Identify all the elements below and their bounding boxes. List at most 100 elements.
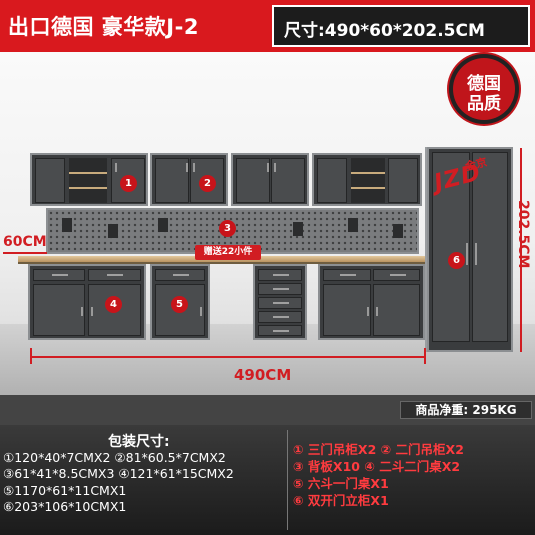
width-dimension-tick-left — [30, 348, 32, 364]
base-cabinet-drawers — [253, 264, 307, 340]
door-handle — [475, 243, 477, 265]
height-dimension-line — [520, 148, 522, 352]
open-bay — [351, 158, 385, 203]
door-handle — [367, 307, 369, 316]
size-text: 尺寸:490*60*202.5CM — [284, 21, 485, 41]
drawer — [258, 311, 302, 323]
wall-cabinet-2 — [150, 153, 228, 206]
width-dimension-tick-right — [424, 348, 426, 364]
door-handle — [200, 307, 202, 316]
door-handle — [376, 307, 378, 316]
drawer-handle — [273, 302, 289, 304]
drawer-handle — [273, 274, 289, 276]
cabinet-door — [155, 158, 189, 203]
header-bar: 出口德国 豪华款J-2 尺寸:490*60*202.5CM — [0, 0, 535, 52]
drawer — [373, 269, 420, 281]
net-weight-label: 商品净重: 295KG — [400, 401, 532, 419]
packing-row: ⑥203*106*10CMX1 — [3, 499, 127, 515]
drawer-handle — [273, 330, 289, 332]
wall-cabinet-3 — [231, 153, 309, 206]
drawer — [33, 269, 85, 281]
packing-size-title: 包装尺寸: — [108, 434, 170, 450]
door-handle — [186, 163, 188, 172]
cabinet-door — [271, 158, 305, 203]
door-handle — [193, 163, 195, 172]
drawer — [323, 269, 371, 281]
cabinet-door — [472, 152, 508, 342]
drawer-handle — [52, 274, 68, 276]
parts-row: ⑥ 双开门立柜X1 — [293, 493, 389, 508]
product-title: 出口德国 豪华款J-2 — [8, 15, 199, 39]
shelf — [69, 187, 107, 189]
badge-line1: 德国 — [467, 74, 501, 94]
drawer-handle — [273, 288, 289, 290]
info-panel: 包装尺寸: ①120*40*7CMX2 ②81*60.5*7CMX2 ③61*4… — [0, 425, 535, 535]
width-dimension-label: 490CM — [234, 366, 292, 384]
tool-hook — [108, 224, 118, 238]
marker-5: 5 — [171, 296, 188, 313]
packing-row: ①120*40*7CMX2 ②81*60.5*7CMX2 — [3, 450, 226, 465]
drawer-handle — [390, 274, 406, 276]
gift-tag: 赠送22小件 — [195, 245, 261, 260]
depth-dimension-label: 60CM — [3, 234, 47, 250]
marker-4: 4 — [105, 296, 122, 313]
wooden-worktop — [18, 256, 438, 264]
size-box: 尺寸:490*60*202.5CM — [272, 5, 530, 47]
tool-hook — [62, 218, 72, 232]
drawer — [88, 269, 141, 281]
height-dimension-label: 202.5CM — [515, 200, 531, 269]
shelf — [69, 172, 107, 174]
tool-hook — [393, 224, 403, 238]
drawer — [258, 269, 302, 281]
quality-badge: 德国 品质 — [453, 58, 515, 120]
drawer-handle — [107, 274, 123, 276]
parts-row: ⑤ 六斗一门桌X1 — [293, 476, 389, 491]
drawer-handle — [173, 274, 189, 276]
cabinet-door — [155, 284, 205, 336]
tool-hook — [158, 218, 168, 232]
door-handle — [274, 163, 276, 172]
weight-bar: 商品净重: 295KG — [0, 395, 535, 425]
shelf — [351, 172, 385, 174]
depth-dimension-line — [3, 252, 47, 254]
drawer — [258, 283, 302, 295]
badge-line2: 品质 — [467, 94, 501, 114]
parts-list: ① 三门吊柜X2 ② 二门吊柜X2 ③ 背板X10 ④ 二斗二门桌X2 ⑤ 六斗… — [293, 441, 533, 509]
marker-3: 3 — [219, 220, 236, 237]
cabinet-door — [432, 152, 470, 342]
door-handle — [466, 243, 468, 265]
door-handle — [81, 307, 83, 316]
parts-row: ① 三门吊柜X2 ② 二门吊柜X2 — [293, 442, 464, 457]
drawer — [155, 269, 205, 281]
pegboard-backplate — [46, 208, 419, 254]
divider — [287, 430, 288, 530]
door-handle — [115, 163, 117, 172]
cabinet-door — [388, 158, 418, 203]
marker-2: 2 — [199, 175, 216, 192]
cabinet-door — [317, 158, 347, 203]
cabinet-door — [236, 158, 270, 203]
base-cabinet-left — [28, 264, 146, 340]
wall-cabinet-4 — [312, 153, 422, 206]
packing-size-list: ①120*40*7CMX2 ②81*60.5*7CMX2 ③61*41*8.5C… — [3, 450, 285, 516]
open-bay — [69, 158, 107, 203]
drawer — [258, 297, 302, 309]
packing-row: ⑤1170*61*11CMX1 — [3, 482, 127, 498]
cabinet-door — [35, 158, 65, 203]
drawer — [258, 325, 302, 336]
marker-1: 1 — [120, 175, 137, 192]
shelf — [351, 187, 385, 189]
door-handle — [91, 307, 93, 316]
base-cabinet-right — [318, 264, 425, 340]
cabinet-door — [323, 284, 371, 336]
tool-hook — [293, 222, 303, 236]
tool-hook — [348, 218, 358, 232]
cabinet-door — [33, 284, 85, 336]
parts-row: ③ 背板X10 ④ 二斗二门桌X2 — [293, 459, 461, 474]
door-handle — [267, 163, 269, 172]
width-dimension-line — [30, 356, 426, 358]
drawer-handle — [273, 316, 289, 318]
drawer-handle — [340, 274, 356, 276]
packing-row: ③61*41*8.5CMX3 ④121*61*15CMX2 — [3, 466, 234, 482]
tall-double-door-cabinet — [427, 147, 513, 352]
